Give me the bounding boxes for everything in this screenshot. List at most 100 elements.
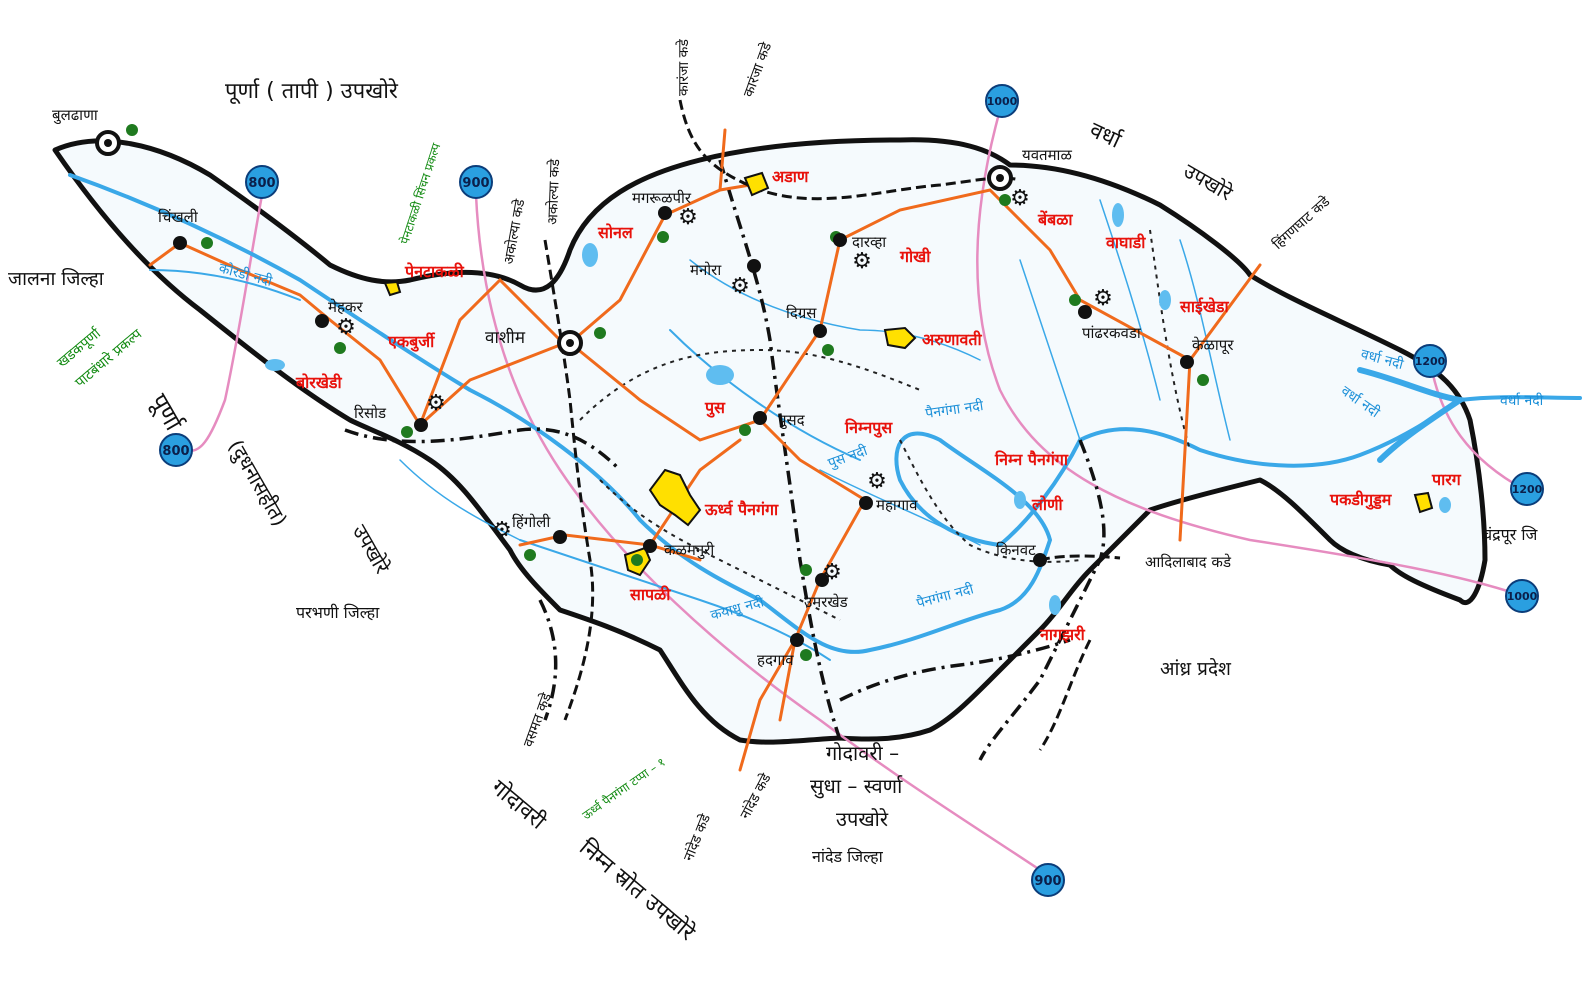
town-dot — [833, 233, 847, 247]
site-dot — [822, 344, 834, 356]
region-godavari-lower: गोदावरी — [486, 775, 551, 835]
town-dot — [859, 496, 873, 510]
gear-icon: ⚙ — [730, 274, 750, 299]
town-dot — [790, 633, 804, 647]
site-dot — [800, 564, 812, 576]
town-darwha: दारव्हा — [852, 233, 887, 251]
town-kalamnuri: कळमनुरी — [664, 541, 715, 560]
project-waghadi: वाघाडी — [1105, 233, 1146, 252]
road-adilabad: आदिलाबाद कडे — [1145, 553, 1232, 571]
region-godavari-sudha-2: सुधा – स्वर्णा — [810, 774, 903, 799]
town-dot — [753, 411, 767, 425]
region-purna-upakhore: उपखोरे — [348, 521, 395, 579]
site-dot — [657, 231, 669, 243]
town-umarkhed: उमरखेड — [804, 593, 849, 611]
site-dot — [999, 194, 1011, 206]
project-loni: लोणी — [1031, 495, 1064, 514]
town-risod: रिसोड — [354, 404, 387, 422]
project-sonal: सोनल — [597, 223, 634, 242]
reservoir-urdhva-painganga — [648, 468, 702, 527]
tributary-5 — [399, 459, 521, 541]
boundary-dashdot-2 — [718, 159, 842, 741]
hq-center — [104, 139, 112, 147]
badge-circle — [459, 165, 493, 199]
road-basmat: वसमत कडे — [520, 690, 555, 749]
district-andhra: आंध्र प्रदेश — [1160, 657, 1232, 680]
region-godavari-lower-2: निम्न स्रोत उपखोरे — [574, 835, 700, 947]
region-wardha: वर्धा — [1085, 117, 1125, 154]
town-markers — [173, 206, 1194, 647]
boundary-dotted-4 — [1149, 229, 1191, 451]
region-wardha-upakhore: उपखोरे — [1180, 159, 1238, 206]
site-dot — [739, 424, 751, 436]
project-arunavati: अरुणावती — [922, 330, 983, 349]
town-dot — [643, 539, 657, 553]
gear-icon: ⚙ — [678, 205, 698, 230]
town-yavatmal: यवतमाळ — [1022, 146, 1072, 164]
town-mahagaon: महागाव — [876, 496, 918, 514]
waterbody-sonal — [582, 243, 598, 267]
district-chandrapur: चंद्रपूर जि — [1482, 525, 1539, 545]
site-dot — [1197, 374, 1209, 386]
factory-symbols: ⚙ ⚙ ⚙ ⚙ ⚙ ⚙ ⚙ ⚙ ⚙ ⚙ — [336, 186, 1113, 585]
town-mangrulpir: मगरूळपीर — [632, 189, 692, 207]
state-boundaries — [344, 159, 1106, 761]
hq-centers — [104, 139, 1004, 347]
road-3 — [418, 277, 562, 427]
rainfall-badge-900: 900 — [462, 176, 489, 191]
project-nimnapus: निम्नपुस — [844, 418, 893, 438]
boundary-dotted-2 — [599, 479, 841, 621]
road-11 — [738, 638, 797, 772]
road-5 — [568, 238, 842, 442]
project-pentakali: पेनटाकळी — [404, 262, 465, 281]
project-sapali: सापळी — [629, 585, 671, 604]
reservoir-arunavati — [883, 326, 917, 350]
boundary-dashdot-5 — [538, 599, 558, 721]
dam-reservoirs — [383, 171, 1434, 577]
project-para: पारग — [1431, 470, 1462, 489]
site-dot — [401, 426, 413, 438]
railway-1 — [678, 99, 1021, 201]
district-parbhani: परभणी जिल्हा — [296, 603, 380, 622]
river-wardha-label-3: वर्धा नदी — [1500, 392, 1544, 409]
scheme-urdhva-painganga-tappa: ऊर्ध्व पैनगंगा टप्पा – १ — [580, 755, 668, 823]
isohyet-900 — [474, 194, 1041, 872]
project-saikhedi: साईखेडा — [1179, 297, 1229, 316]
river-pus — [669, 329, 861, 461]
site-dot — [524, 549, 536, 561]
waterbody-waghadi — [1159, 290, 1171, 310]
project-nimna-painganga: निम्न पैनगंगा — [994, 450, 1069, 469]
gear-icon: ⚙ — [822, 560, 842, 585]
boundary-dashdot-3 — [978, 439, 1106, 761]
town-dot — [1078, 305, 1092, 319]
town-digras: दिग्रस — [786, 304, 817, 322]
district-labels: जालना जिल्हा परभणी जिल्हा नांदेड जिल्हा … — [8, 267, 1539, 866]
town-labels: बुलढाणा चिंखली मेहकर रिसोड वाशीम मगरूळपी… — [52, 106, 1234, 669]
rainfall-badge-1200: 1200 — [1512, 483, 1543, 496]
rainfall-badge-800: 800 — [248, 176, 275, 191]
gear-icon: ⚙ — [852, 249, 872, 274]
town-manora: मनोरा — [690, 261, 722, 279]
town-hingoli: हिंगोली — [512, 513, 551, 531]
badge-circle — [245, 165, 279, 199]
road-nanded-2: नांदेड कडे — [737, 770, 775, 822]
rainfall-badge-1000: 1000 — [987, 95, 1018, 108]
town-chikhli: चिंखली — [158, 208, 199, 226]
tributary-4 — [1019, 259, 1081, 441]
town-dot — [1180, 355, 1194, 369]
site-dot — [126, 124, 138, 136]
gear-icon: ⚙ — [492, 518, 512, 543]
reservoir-adan — [743, 171, 770, 197]
water-bodies — [265, 203, 1451, 615]
road-karanja-2: कारंजा कडे — [740, 40, 776, 100]
waterbody-pus — [706, 365, 734, 385]
badge-circle — [1413, 344, 1447, 378]
town-dot — [813, 324, 827, 338]
district-jalna: जालना जिल्हा — [8, 267, 105, 290]
project-bembla: बेंबळा — [1037, 210, 1073, 229]
basin-area — [52, 137, 1488, 745]
isohyet-lines — [184, 109, 1526, 872]
town-pandharkawada: पांढरकवडा — [1082, 324, 1142, 342]
waterbody-loni — [1014, 491, 1026, 509]
